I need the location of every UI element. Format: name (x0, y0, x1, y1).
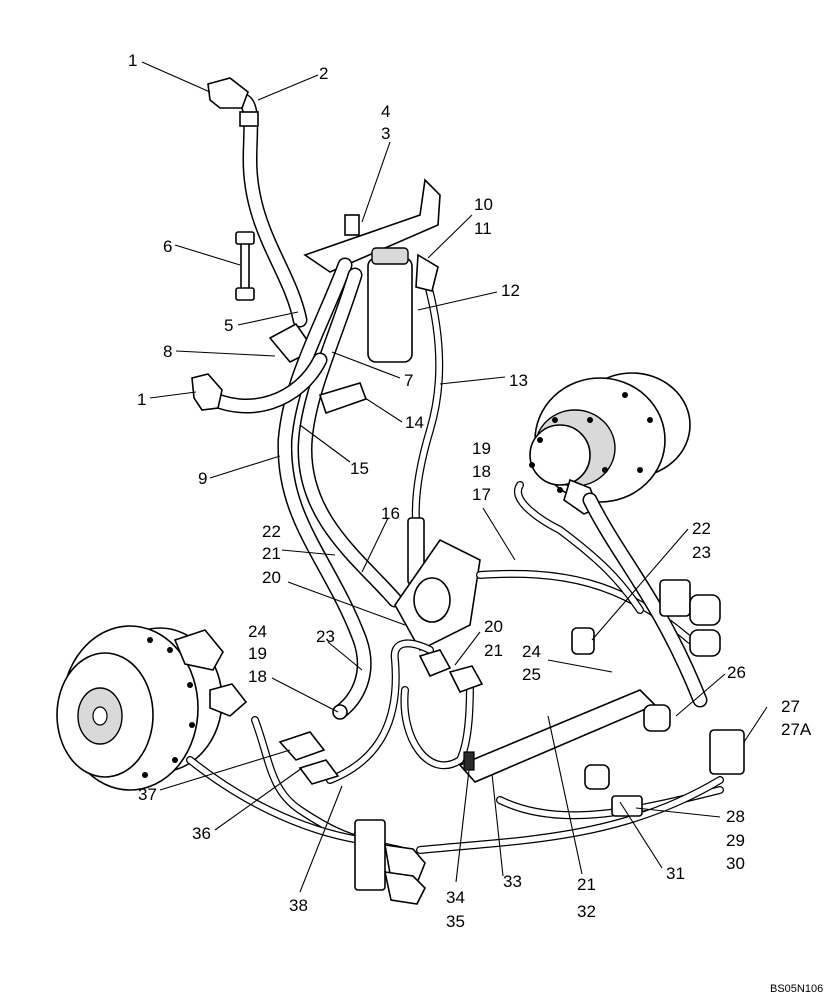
left-tubes (186, 639, 484, 905)
callout-10: 10 (474, 195, 493, 214)
callout-8: 8 (163, 342, 172, 361)
callout-23b: 23 (316, 627, 335, 646)
callout-5: 5 (224, 316, 233, 335)
right-drive-motor (529, 372, 691, 515)
left-drive-motor (56, 625, 248, 791)
manifold-bar (458, 689, 657, 783)
callout-20a: 20 (262, 568, 281, 587)
callout-11: 11 (474, 219, 492, 238)
callout-36: 36 (192, 824, 211, 843)
callout-27a: 27A (781, 720, 812, 739)
tube-14 (318, 382, 368, 415)
callout-23a: 23 (692, 543, 711, 562)
callout-22a: 22 (262, 522, 281, 541)
callout-31: 31 (666, 864, 685, 883)
callout-38: 38 (289, 896, 308, 915)
callout-28: 28 (726, 807, 745, 826)
callout-30: 30 (726, 854, 745, 873)
callout-21a: 21 (262, 544, 281, 563)
callout-37: 37 (138, 785, 157, 804)
callout-6: 6 (163, 237, 172, 256)
drawing (56, 77, 745, 905)
callout-3: 3 (381, 124, 390, 143)
callout-27: 27 (781, 697, 800, 716)
callout-16: 16 (381, 504, 400, 523)
callout-25: 25 (522, 665, 541, 684)
callout-32: 32 (577, 902, 596, 921)
callout-15: 15 (350, 459, 369, 478)
callout-17: 17 (472, 485, 491, 504)
callout-18a: 18 (472, 462, 491, 481)
hose-7 (191, 352, 328, 414)
callout-26: 26 (727, 663, 746, 682)
callout-labels: 1 2 4 3 10 11 6 12 5 8 7 13 1 14 19 15 1… (128, 51, 823, 995)
tube-13 (407, 253, 444, 585)
callout-34: 34 (446, 888, 465, 907)
leader-lines (141, 61, 768, 893)
callout-24b: 24 (522, 642, 541, 661)
callout-18b: 18 (248, 667, 267, 686)
right-tubes (416, 481, 745, 854)
callout-4: 4 (381, 102, 390, 121)
callout-1b: 1 (137, 390, 146, 409)
figure-code: BS05N106 (770, 983, 823, 995)
callout-9: 9 (198, 469, 207, 488)
callout-29: 29 (726, 831, 745, 850)
hose-16 (297, 267, 403, 608)
callout-20b: 20 (484, 617, 503, 636)
callout-33: 33 (503, 872, 522, 891)
callout-14: 14 (405, 413, 424, 432)
callout-19a: 19 (472, 439, 491, 458)
callout-19b: 19 (248, 644, 267, 663)
callout-13: 13 (509, 371, 528, 390)
callout-35: 35 (446, 912, 465, 931)
callout-22b: 22 (692, 519, 711, 538)
callout-21b: 21 (484, 641, 503, 660)
link-rod-6 (235, 231, 255, 301)
hose-9 (277, 257, 372, 720)
filter-assembly (303, 178, 441, 363)
callout-7: 7 (404, 371, 413, 390)
callout-12: 12 (501, 281, 520, 300)
callout-2: 2 (319, 64, 328, 83)
callout-24a: 24 (248, 622, 267, 641)
callout-1a: 1 (128, 51, 137, 70)
hose-2 (207, 77, 316, 363)
callout-21c: 21 (577, 875, 596, 894)
